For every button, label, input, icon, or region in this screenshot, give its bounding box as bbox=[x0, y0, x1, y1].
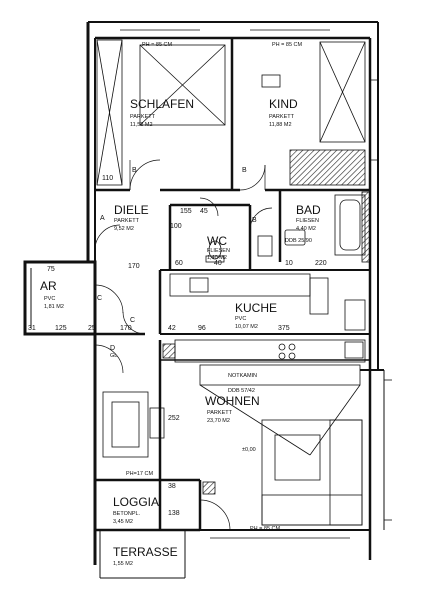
bad-area: 4,40 M2 bbox=[296, 226, 316, 232]
dim-110: 110 bbox=[102, 175, 113, 182]
dim-125: 125 bbox=[55, 325, 67, 332]
kuche-floor: PVC bbox=[235, 316, 246, 322]
room-kuche: KUCHE PVC 10,07 M2 bbox=[235, 301, 277, 330]
letter-b3: B bbox=[252, 217, 257, 224]
diele-floor: PARKETT bbox=[114, 218, 140, 224]
room-schlafen: SCHLAFEN PARKETT 11,52 M2 bbox=[130, 97, 194, 128]
kind-floor: PARKETT bbox=[269, 114, 295, 120]
dim-40: 40 bbox=[214, 260, 222, 267]
door-letters: B B B A C C D bbox=[97, 167, 257, 352]
room-ar: AR PVC 1,81 M2 bbox=[40, 279, 64, 310]
wardrobes bbox=[96, 39, 371, 263]
dim-25: 25 bbox=[88, 325, 96, 332]
kind-area: 11,88 M2 bbox=[269, 122, 292, 128]
dim-38: 38 bbox=[168, 483, 176, 490]
kuche-area: 10,07 M2 bbox=[235, 324, 258, 330]
ph85-bottom-label: PH = 85 CM bbox=[250, 526, 281, 532]
wohnen-name: WOHNEN bbox=[205, 394, 260, 408]
dim-60: 60 bbox=[175, 260, 183, 267]
letter-a: A bbox=[100, 215, 105, 222]
kuche-name: KUCHE bbox=[235, 301, 277, 315]
dim-96: 96 bbox=[198, 325, 206, 332]
diele-area: 9,52 M2 bbox=[114, 226, 134, 232]
loggia-floor: BETONPL. bbox=[113, 511, 141, 517]
ddb574-label: DDB 57/42 bbox=[228, 388, 255, 394]
dim-138: 138 bbox=[168, 510, 180, 517]
schlafen-area: 11,52 M2 bbox=[130, 122, 153, 128]
loggia-name: LOGGIA bbox=[113, 495, 159, 509]
schlafen-floor: PARKETT bbox=[130, 114, 156, 120]
dim-375: 375 bbox=[278, 325, 290, 332]
dim-100: 100 bbox=[170, 223, 182, 230]
dim-155: 155 bbox=[180, 208, 192, 215]
dim-10: 10 bbox=[285, 260, 293, 267]
dim-75: 75 bbox=[47, 266, 55, 273]
room-kind: KIND PARKETT 11,88 M2 bbox=[269, 97, 298, 128]
terrasse-name: TERRASSE bbox=[113, 545, 178, 559]
dimensions: 170 170 220 375 125 31 75 25 10 60 155 4… bbox=[28, 175, 327, 517]
dim-170-a: 170 bbox=[128, 263, 140, 270]
bad-name: BAD bbox=[296, 203, 321, 217]
ph85-left-label: PH = 85 CM bbox=[142, 42, 173, 48]
dim-45: 45 bbox=[200, 208, 208, 215]
interior-walls bbox=[93, 38, 370, 530]
letter-c2: C bbox=[130, 317, 135, 324]
wc-floor: FLIESEN bbox=[207, 248, 230, 254]
diele-name: DIELE bbox=[114, 203, 149, 217]
dim-170-b: 170 bbox=[120, 325, 132, 332]
letter-c1: C bbox=[97, 295, 102, 302]
annotations: PH = 85 CM PH = 85 CM PH = 85 CM PH=17 C… bbox=[110, 42, 312, 532]
ph85-right-label: PH = 85 CM bbox=[272, 42, 303, 48]
room-wc: WC FLIESEN 1,40 M2 bbox=[207, 234, 230, 261]
terrasse-area: 1,55 M2 bbox=[113, 561, 133, 567]
doors bbox=[94, 159, 273, 531]
loggia-area: 3,45 M2 bbox=[113, 519, 133, 525]
letter-b2: B bbox=[242, 167, 247, 174]
room-bad: BAD FLIESEN 4,40 M2 bbox=[296, 203, 321, 232]
furniture bbox=[102, 41, 366, 526]
room-loggia: LOGGIA BETONPL. 3,45 M2 bbox=[113, 495, 159, 525]
ar-name: AR bbox=[40, 279, 57, 293]
wohnen-floor: PARKETT bbox=[207, 410, 233, 416]
gl-label: GL bbox=[110, 353, 117, 359]
room-wohnen: WOHNEN PARKETT 23,70 M2 bbox=[205, 394, 260, 424]
bad-floor: FLIESEN bbox=[296, 218, 319, 224]
ar-floor: PVC bbox=[44, 296, 55, 302]
kind-name: KIND bbox=[269, 97, 298, 111]
ar-area: 1,81 M2 bbox=[44, 304, 64, 310]
schlafen-name: SCHLAFEN bbox=[130, 97, 194, 111]
wohnen-area: 23,70 M2 bbox=[207, 418, 230, 424]
wc-name: WC bbox=[207, 234, 227, 248]
letter-d: D bbox=[110, 345, 115, 352]
letter-b1: B bbox=[132, 167, 137, 174]
dim-42: 42 bbox=[168, 325, 176, 332]
windows bbox=[120, 21, 392, 539]
dim-31: 31 bbox=[28, 325, 36, 332]
dim-252: 252 bbox=[168, 415, 180, 422]
ddb2590-label: DDB 25/90 bbox=[285, 238, 312, 244]
dim-220: 220 bbox=[315, 260, 327, 267]
wc-area: 1,40 M2 bbox=[207, 255, 227, 261]
room-diele: DIELE PARKETT 9,52 M2 bbox=[114, 203, 149, 232]
ph17-label: PH=17 CM bbox=[126, 471, 153, 477]
notkamin-label: NOTKAMIN bbox=[228, 373, 257, 379]
level-label: ±0,00 bbox=[242, 447, 256, 453]
room-terrasse: TERRASSE 1,55 M2 bbox=[113, 545, 178, 567]
